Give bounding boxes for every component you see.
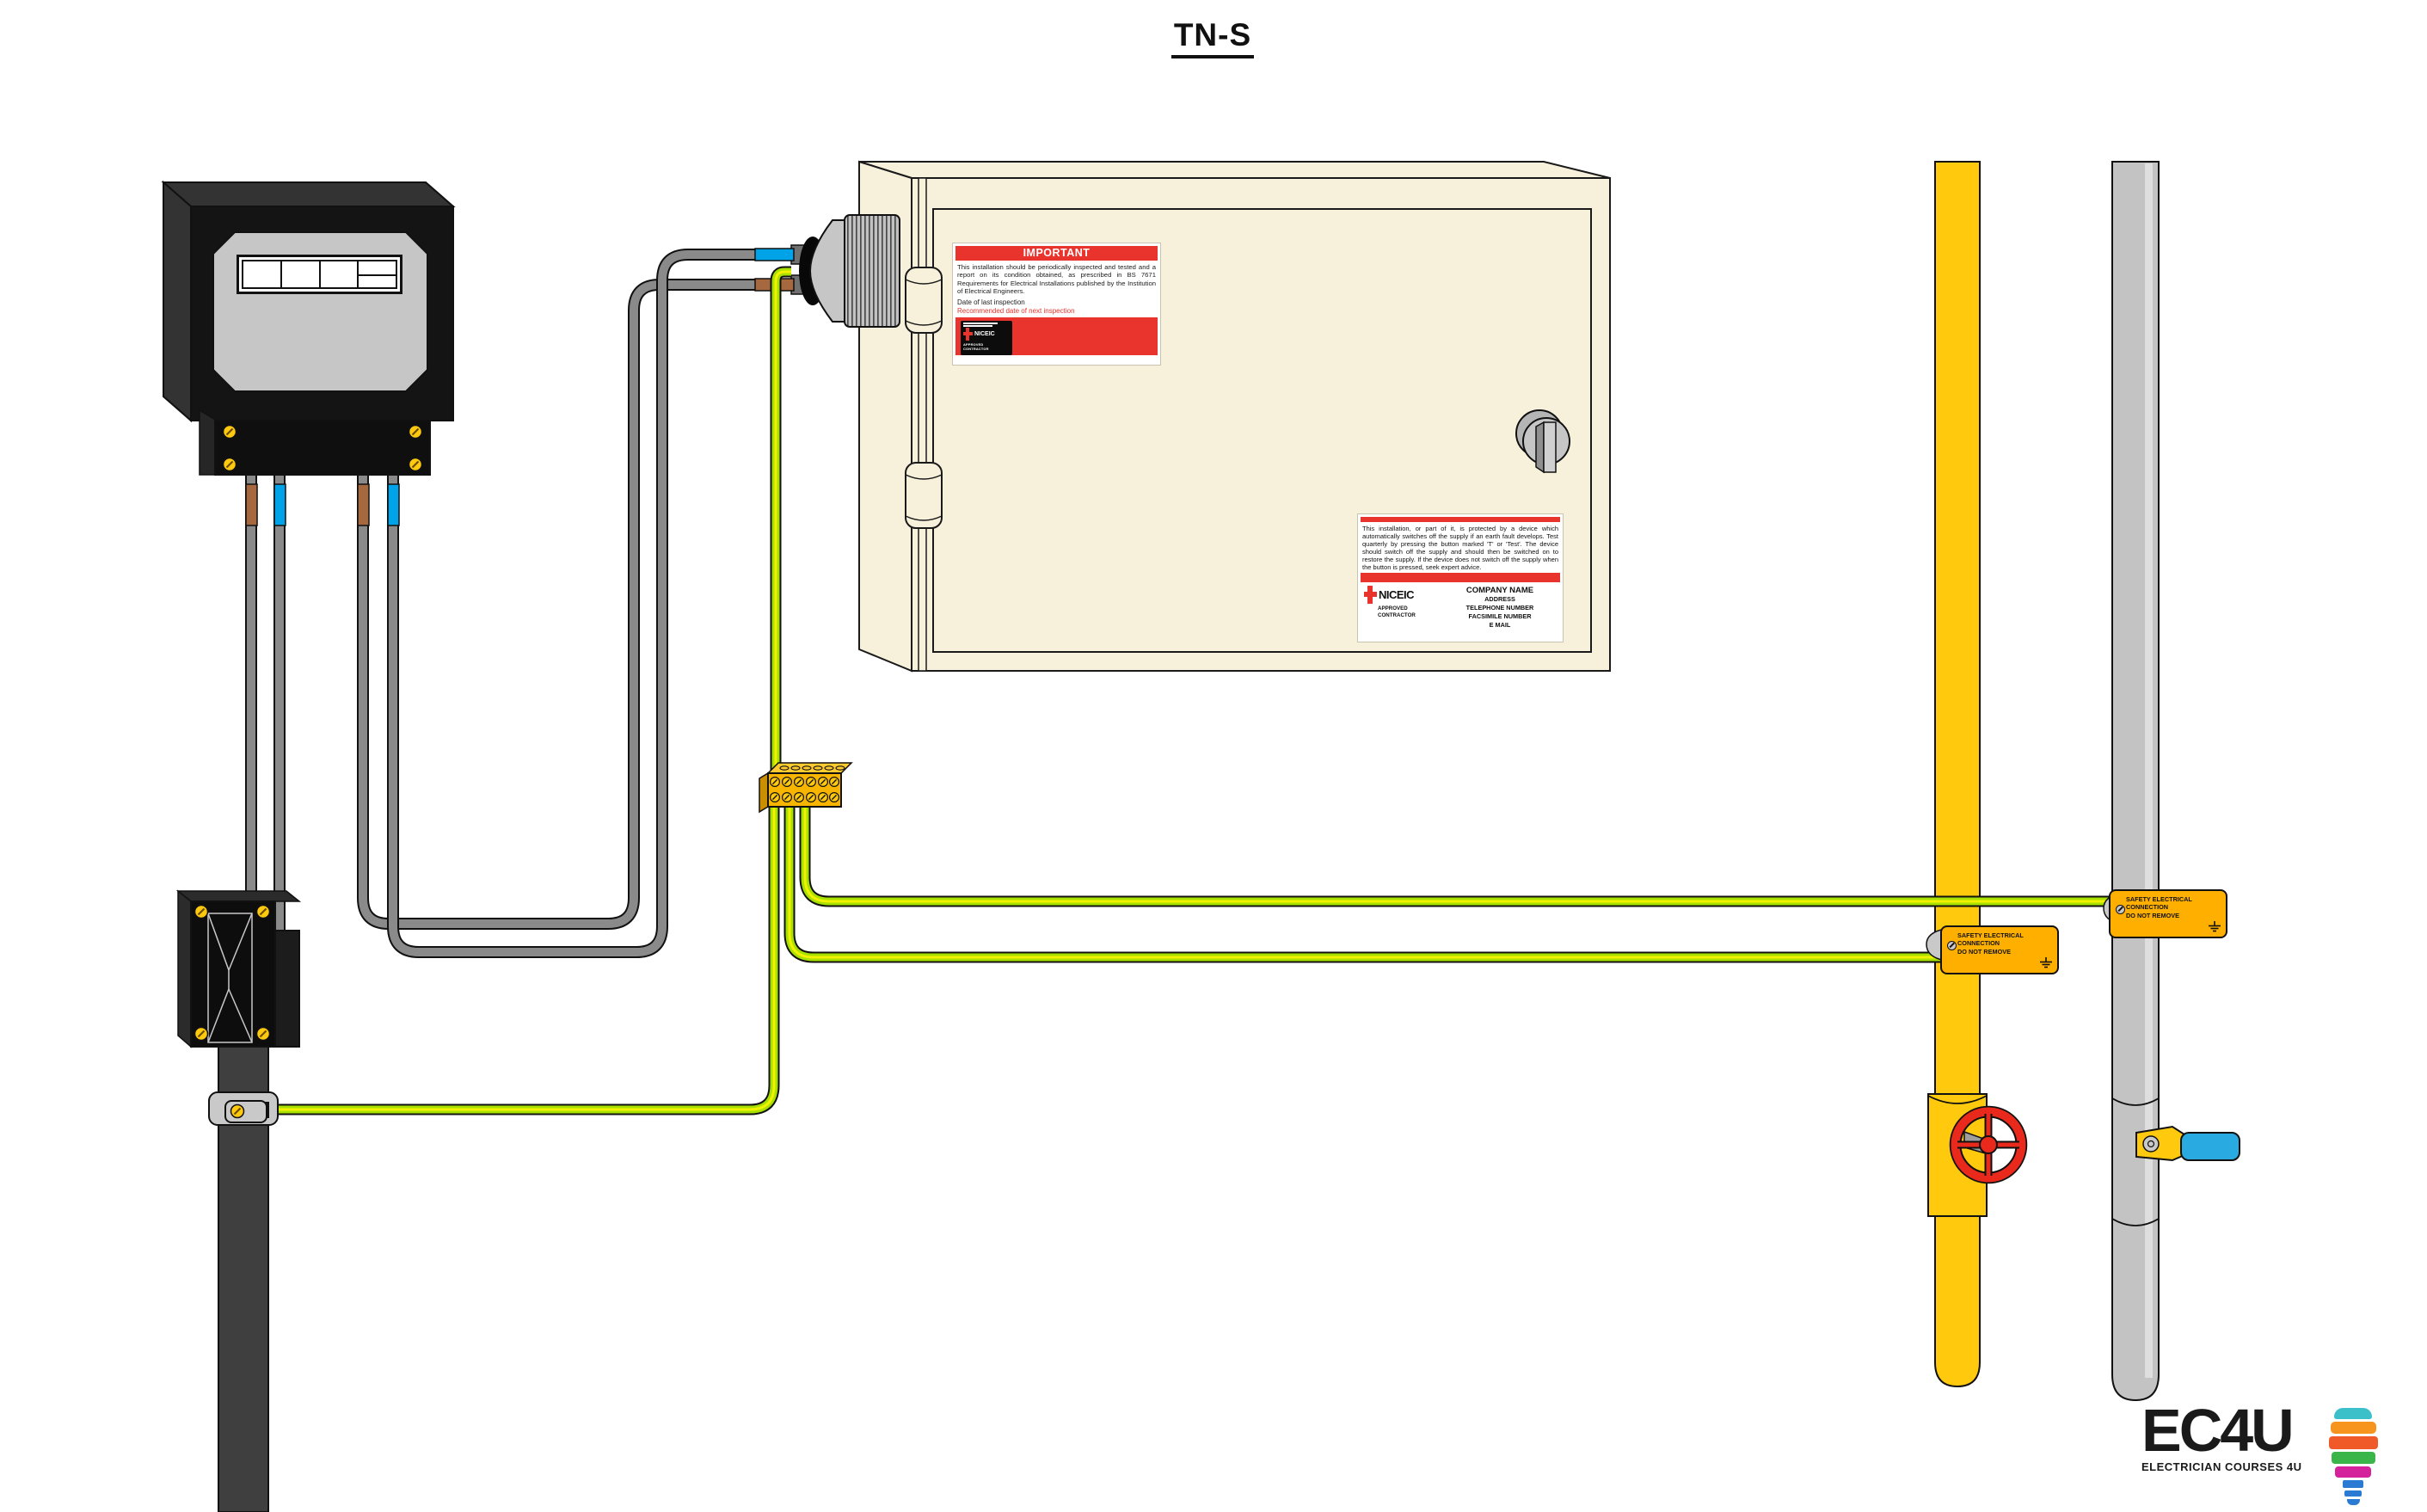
tag-line: CONNECTION bbox=[2126, 903, 2169, 912]
brown-band bbox=[357, 483, 370, 526]
live-tail-cable bbox=[359, 280, 795, 928]
consumer-unit-door bbox=[932, 208, 1592, 653]
tag-line: DO NOT REMOVE bbox=[2126, 911, 2180, 919]
bonding-tag-gas-pipe: SAFETY ELECTRICAL CONNECTION DO NOT REMO… bbox=[1940, 925, 2059, 974]
company-name: COMPANY NAME bbox=[1465, 586, 1534, 595]
logo-tagline: ELECTRICIAN COURSES 4U bbox=[2141, 1460, 2302, 1473]
tag-line: SAFETY ELECTRICAL bbox=[2126, 895, 2192, 903]
logo-wordmark: EC4U bbox=[2141, 1397, 2295, 1464]
niceic-logo: NICEIC APPROVED CONTRACTOR bbox=[1361, 586, 1440, 619]
bonding-conductor-water bbox=[799, 800, 2131, 907]
earthing-conductor-from-gland bbox=[770, 266, 791, 774]
periodic-inspection-label: IMPORTANT This installation should be pe… bbox=[952, 243, 1161, 366]
cable-sheath-earth-clamp bbox=[208, 1091, 279, 1126]
cable-gland bbox=[799, 214, 900, 328]
main-earthing-terminal bbox=[759, 762, 853, 814]
cutout-panel bbox=[207, 913, 253, 1043]
neutral-tail-cable bbox=[389, 250, 795, 956]
gas-valve bbox=[1949, 1105, 2028, 1184]
hinge-rod bbox=[918, 177, 927, 672]
gas-pipe bbox=[1927, 161, 1988, 1388]
earthing-conductors bbox=[263, 266, 2131, 1116]
company-facsimile: FACSIMILE NUMBER bbox=[1468, 612, 1532, 620]
earth-symbol-icon bbox=[2040, 957, 2052, 968]
electricity-meter bbox=[161, 180, 456, 476]
company-email: E MAIL bbox=[1489, 620, 1511, 629]
tag-line: DO NOT REMOVE bbox=[1957, 947, 2012, 956]
niceic-wordmark: NICEIC bbox=[1379, 588, 1415, 601]
valve-hub bbox=[1979, 1135, 1998, 1154]
meter-tails bbox=[245, 244, 814, 958]
lightbulb-icon bbox=[2327, 1405, 2379, 1505]
door-hinge-bottom bbox=[905, 462, 943, 529]
neutral-tip bbox=[754, 248, 795, 261]
meter-digit-cell bbox=[242, 260, 282, 289]
meter-display bbox=[237, 255, 402, 294]
label-body-text: This installation, or part of it, is pro… bbox=[1362, 525, 1558, 571]
service-cutout bbox=[175, 889, 302, 1048]
niceic-subtitle: APPROVED CONTRACTOR bbox=[1378, 605, 1416, 618]
meter-digit-cell bbox=[280, 260, 321, 289]
bonding-tag-water-pipe: SAFETY ELECTRICAL CONNECTION DO NOT REMO… bbox=[2109, 889, 2227, 938]
rcd-test-notice-label: This installation, or part of it, is pro… bbox=[1357, 513, 1564, 642]
label-body-text: This installation should be periodically… bbox=[957, 263, 1156, 296]
meter-terminal-cover bbox=[214, 420, 431, 476]
consumer-unit-top-face bbox=[858, 161, 1611, 179]
earth-symbol-icon bbox=[2209, 921, 2221, 932]
valve-lever-handle bbox=[2180, 1132, 2240, 1161]
contractor-details: COMPANY NAME ADDRESS TELEPHONE NUMBER FA… bbox=[1440, 586, 1560, 629]
meter-digit-cell bbox=[318, 260, 359, 289]
label-heading: IMPORTANT bbox=[955, 246, 1158, 261]
earthing-conductor-to-cable-sheath bbox=[263, 800, 780, 1116]
date-of-last-inspection-line: Date of last inspection bbox=[957, 298, 1025, 306]
label-red-band: NICEIC APPROVED CONTRACTOR bbox=[955, 317, 1158, 355]
niceic-subtitle: APPROVED CONTRACTOR bbox=[963, 341, 989, 351]
tag-line: SAFETY ELECTRICAL bbox=[1957, 931, 2024, 939]
company-address: ADDRESS bbox=[1484, 595, 1515, 603]
water-valve bbox=[2135, 1125, 2240, 1162]
niceic-logo: NICEIC APPROVED CONTRACTOR bbox=[961, 320, 1012, 355]
ec4u-logo: EC4U ELECTRICIAN COURSES 4U bbox=[2141, 1397, 2417, 1505]
next-inspection-line: Recommended date of next inspection bbox=[957, 306, 1075, 315]
tag-line: CONNECTION bbox=[1957, 939, 2000, 948]
bonding-conductor-gas bbox=[783, 800, 1952, 963]
diagram-title: TN-S bbox=[1170, 17, 1255, 58]
niceic-wordmark: NICEIC bbox=[974, 330, 995, 337]
blue-band bbox=[273, 483, 286, 526]
meter-digit-cell bbox=[357, 260, 397, 289]
water-pipe bbox=[2111, 161, 2160, 1402]
company-telephone: TELEPHONE NUMBER bbox=[1465, 603, 1534, 612]
door-knob bbox=[1515, 409, 1570, 474]
niceic-cross-icon bbox=[963, 327, 973, 341]
tag-screw-icon bbox=[1947, 941, 1957, 950]
niceic-cross-icon bbox=[1364, 586, 1377, 604]
brown-band bbox=[245, 483, 258, 526]
page-title: TN-S bbox=[1075, 17, 1350, 58]
blue-band bbox=[387, 483, 400, 526]
door-hinge-top bbox=[905, 267, 943, 334]
tag-screw-icon bbox=[2116, 905, 2125, 914]
cutout-hourglass-mark bbox=[207, 913, 253, 1043]
